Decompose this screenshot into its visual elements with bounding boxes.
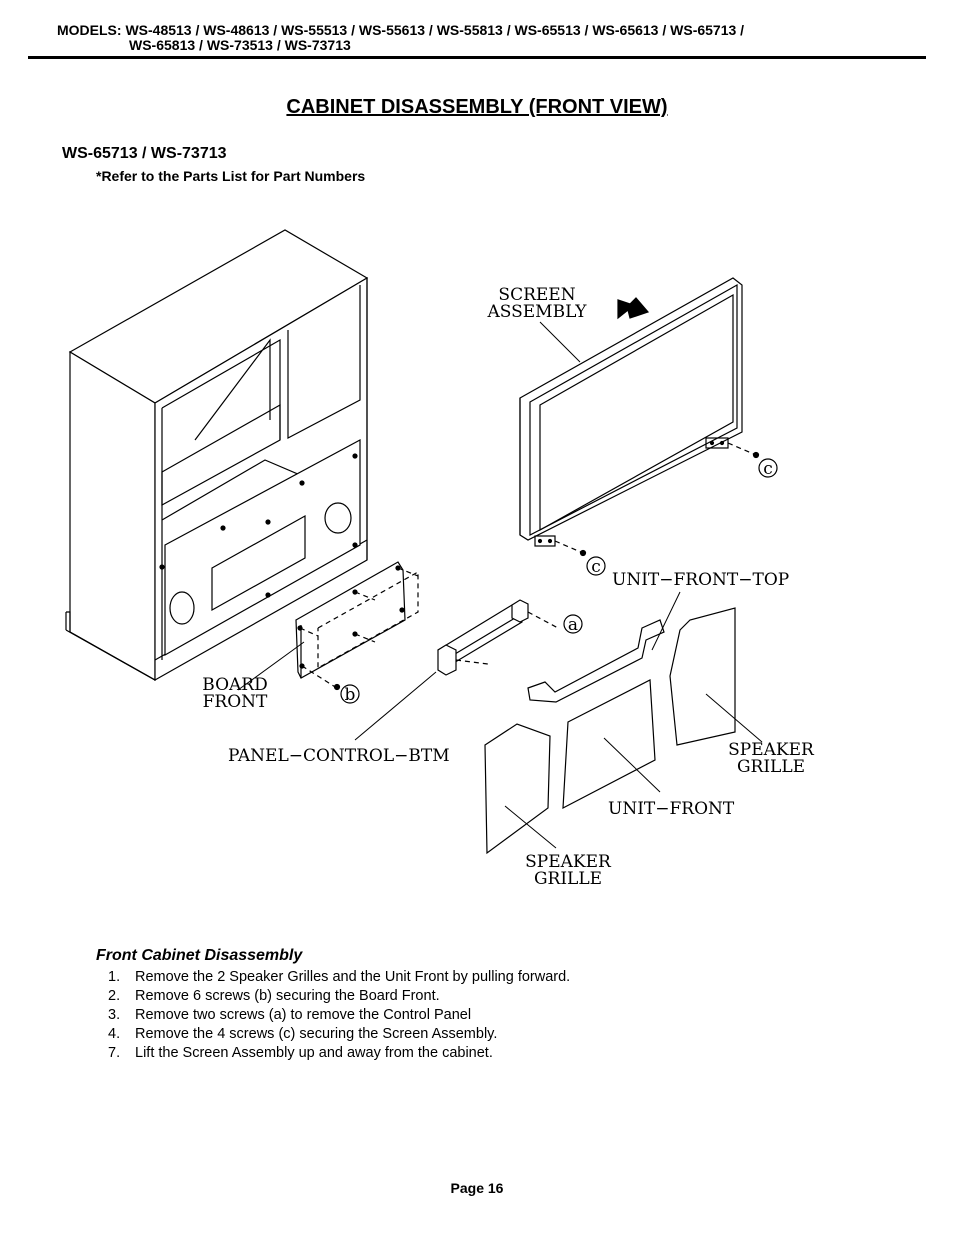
callout-c-upper: c <box>763 459 773 479</box>
model-subtitle: WS-65713 / WS-73713 <box>62 145 227 162</box>
label-screen-line1: SCREEN <box>498 285 575 305</box>
label-speaker-left-line1: SPEAKER <box>525 852 612 872</box>
cabinet-drawing <box>65 229 369 682</box>
speaker-grille-left-drawing <box>484 723 551 855</box>
label-speaker-right-line2: GRILLE <box>737 757 805 777</box>
board-front-drawing <box>295 561 419 691</box>
label-unit-front-top: UNIT−FRONT−TOP <box>612 570 789 590</box>
exploded-cabinet-diagram: a b c c SCREEN ASSEMBLY BOARD FRONT PANE… <box>65 229 815 889</box>
label-unit-front: UNIT−FRONT <box>608 799 735 819</box>
callout-b-circle <box>340 684 360 704</box>
callout-a: a <box>568 615 578 635</box>
instructions-heading: Front Cabinet Disassembly <box>96 947 303 964</box>
page-number: Page 16 <box>450 1180 504 1196</box>
label-speaker-right-line1: SPEAKER <box>728 740 815 760</box>
unit-front-top-drawing <box>527 619 665 703</box>
list-item: 3.Remove two screws (a) to remove the Co… <box>108 1007 472 1023</box>
list-item: 7.Lift the Screen Assembly up and away f… <box>108 1045 493 1061</box>
callout-c-lower: c <box>591 557 601 577</box>
header-rule <box>28 56 926 59</box>
callout-c-lower-circle <box>586 556 606 576</box>
unit-front-drawing <box>562 679 656 810</box>
callout-a-circle <box>563 614 583 634</box>
label-panel-control-btm: PANEL−CONTROL−BTM <box>228 746 450 766</box>
callout-b: b <box>345 685 356 705</box>
models-line-1: MODELS: WS-48513 / WS-48613 / WS-55513 /… <box>57 22 745 38</box>
page-title: CABINET DISASSEMBLY (FRONT VIEW) <box>286 96 668 118</box>
list-item: 1.Remove the 2 Speaker Grilles and the U… <box>108 969 571 985</box>
label-board-line1: BOARD <box>202 675 267 695</box>
screen-assembly-drawing <box>519 277 760 557</box>
callout-c-upper-circle <box>758 458 778 478</box>
list-item: 4.Remove the 4 screws (c) securing the S… <box>108 1026 498 1042</box>
models-header: MODELS: WS-48513 / WS-48613 / WS-55513 /… <box>57 23 744 53</box>
panel-control-drawing <box>437 599 559 676</box>
label-board-line2: FRONT <box>203 692 268 712</box>
label-screen-line2: ASSEMBLY <box>486 302 587 322</box>
parts-note: *Refer to the Parts List for Part Number… <box>96 168 366 184</box>
speaker-grille-right-drawing <box>669 607 736 746</box>
models-line-2: WS-65813 / WS-73513 / WS-73713 <box>129 37 351 53</box>
instruction-list: 1.Remove the 2 Speaker Grilles and the U… <box>96 968 570 1063</box>
list-item: 2.Remove 6 screws (b) securing the Board… <box>108 988 440 1004</box>
label-speaker-left-line2: GRILLE <box>534 869 602 889</box>
